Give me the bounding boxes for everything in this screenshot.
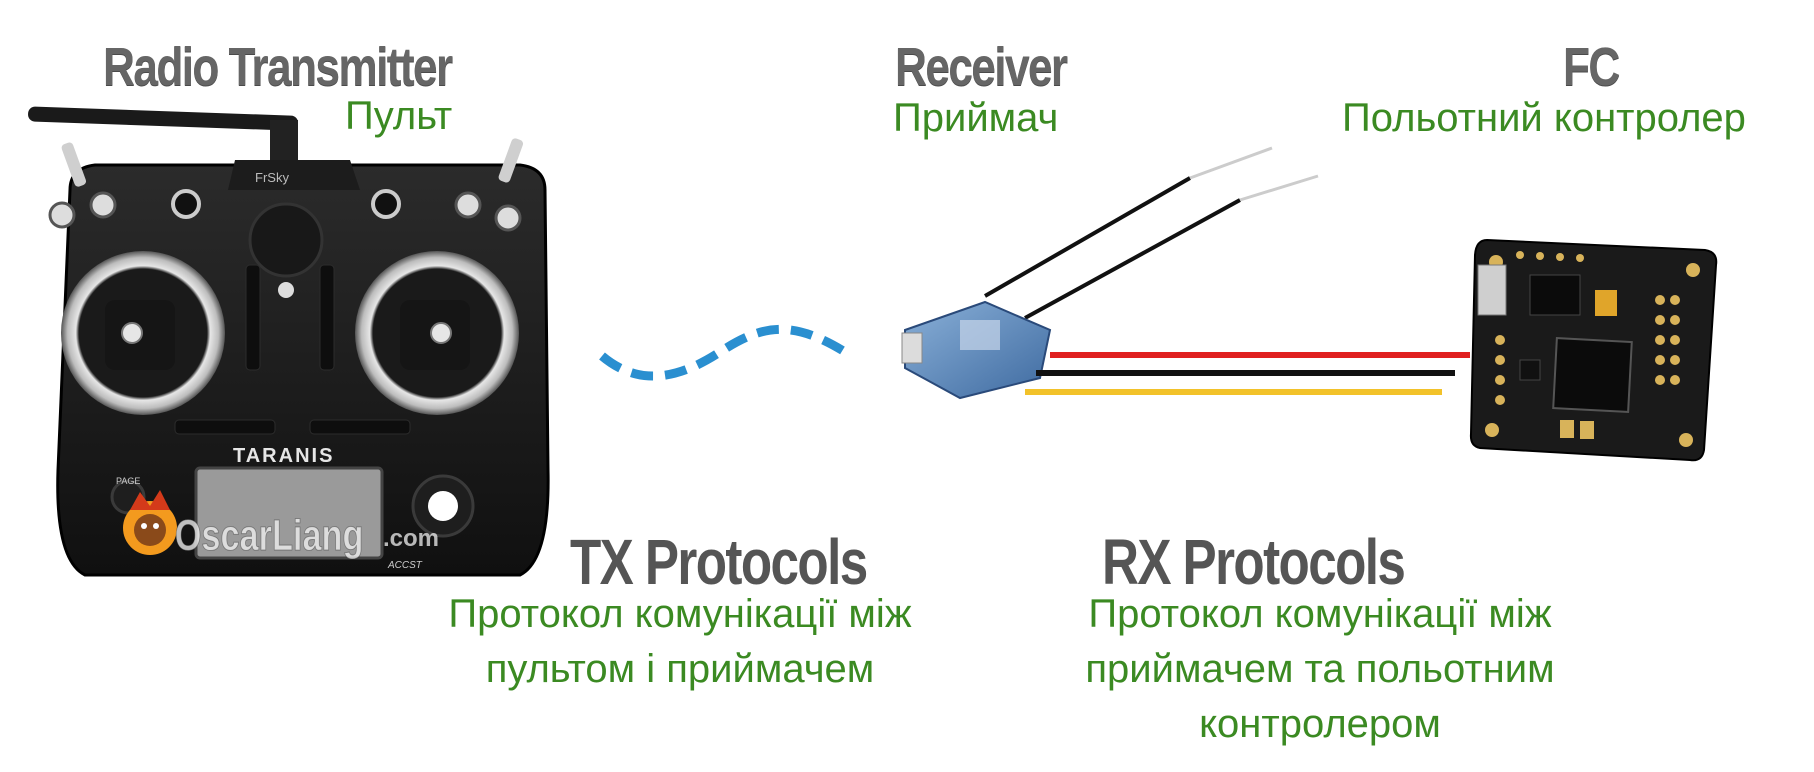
- receiver-antenna-icon: [984, 146, 1319, 320]
- receiver-image: [901, 146, 1319, 400]
- toggle-switch-icon: [48, 138, 524, 232]
- page-key-label: PAGE: [116, 476, 140, 486]
- model-label: TARANIS: [233, 445, 334, 467]
- rx-protocols-description: Протокол комунікації між приймачем та по…: [1050, 587, 1590, 752]
- scroll-wheel-icon: [428, 491, 458, 521]
- right-gimbal-icon: [355, 251, 519, 415]
- tx-protocols-line-2: пультом і приймачем: [485, 647, 875, 691]
- brand-text: FrSky: [255, 170, 289, 185]
- lcd-screen: [194, 466, 384, 560]
- receiver-subtitle: Приймач: [893, 96, 1059, 140]
- rx-protocols-line-3: контролером: [1199, 702, 1441, 746]
- watermark-suffix: .com: [383, 525, 439, 552]
- rx-protocols-title: RX Protocols: [1102, 526, 1406, 598]
- left-gimbal-icon: [61, 251, 225, 415]
- fc-subtitle: Польотний контролер: [1342, 96, 1746, 140]
- flight-controller-image: [1469, 238, 1718, 462]
- radio-transmitter-image: FrSky TARANIS: [28, 106, 550, 577]
- radio-wave-icon: [599, 325, 848, 381]
- receiver-title: Receiver: [895, 37, 1068, 97]
- tx-protocols-title: TX Protocols: [570, 526, 868, 598]
- usb-port-icon: [1477, 264, 1507, 316]
- rx-protocols-line-2: приймачем та польотним: [1085, 647, 1555, 691]
- connection-wires: [1025, 352, 1470, 395]
- tx-protocols-description: Протокол комунікації між пультом і прийм…: [415, 587, 945, 697]
- dragon-logo-icon: [123, 490, 177, 555]
- tx-protocols-line-1: Протокол комунікації між: [448, 592, 912, 636]
- knob-icon: [248, 202, 324, 278]
- transmitter-title: Radio Transmitter: [103, 37, 453, 97]
- watermark-name: OscarLiang: [175, 511, 364, 560]
- fc-title: FC: [1563, 37, 1620, 97]
- watermark: OscarLiang .com: [123, 490, 439, 560]
- rx-protocols-line-1: Протокол комунікації між: [1088, 592, 1552, 636]
- accst-label: ACCST: [387, 560, 423, 571]
- transmitter-subtitle: Пульт: [345, 94, 453, 138]
